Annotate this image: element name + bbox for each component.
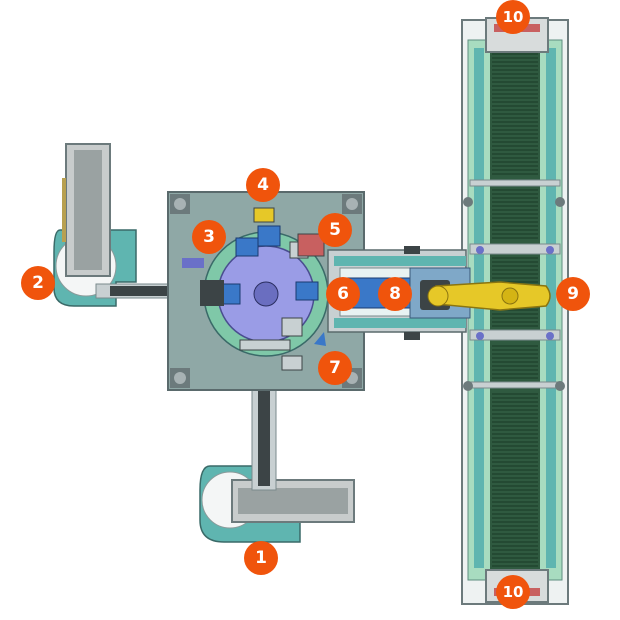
station-badge-3: 3 (192, 220, 226, 254)
station-badge-6: 6 (326, 277, 360, 311)
station-badge-5: 5 (318, 213, 352, 247)
station-badge-2: 2 (21, 266, 55, 300)
station-badge-4: 4 (246, 168, 280, 202)
station-badge-10-bottom: 10 (496, 575, 530, 609)
station-badge-7: 7 (318, 351, 352, 385)
left-feeder (53, 143, 207, 307)
station-badge-1: 1 (244, 541, 278, 575)
station-badge-8: 8 (378, 277, 412, 311)
tray-conveyor (461, 17, 569, 605)
station-badge-9: 9 (556, 277, 590, 311)
robot-arm (420, 280, 551, 311)
station-badge-10-top: 10 (496, 0, 530, 34)
